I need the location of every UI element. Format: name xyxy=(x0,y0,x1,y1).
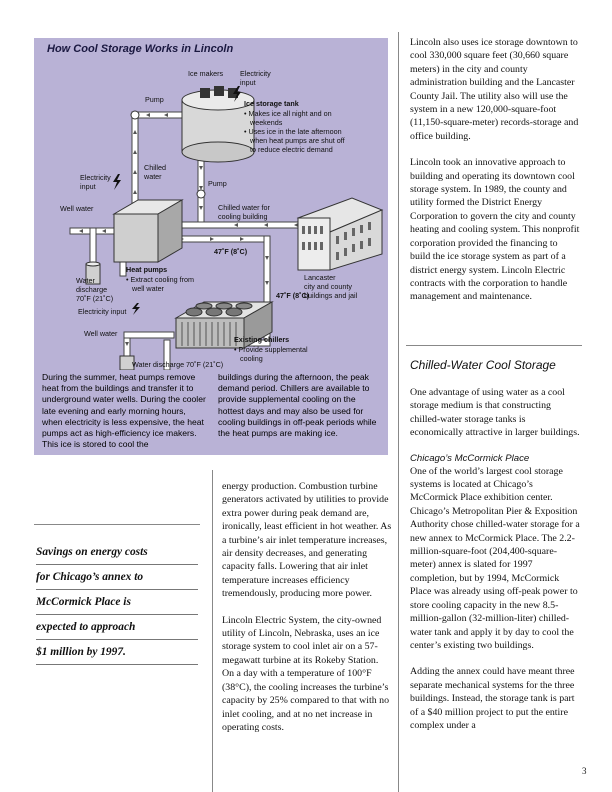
label-water-discharge-2: discharge xyxy=(76,285,107,294)
pump-top-icon xyxy=(130,110,140,120)
label-lancaster-1: Lancaster xyxy=(304,273,336,282)
column-divider-right xyxy=(398,32,399,792)
lightning-left-icon xyxy=(113,174,121,190)
label-chilled-cooling-1: Chilled water for xyxy=(218,203,271,212)
well-tanks xyxy=(85,261,135,370)
middle-column: energy production. Combustion turbine ge… xyxy=(222,480,392,734)
middle-paragraph-2: Lincoln Electric System, the city-owned … xyxy=(222,614,390,733)
right-paragraph-2: Lincoln took an innovative approach to b… xyxy=(410,157,580,303)
label-ice-tank-title: Ice storage tank xyxy=(244,99,299,108)
page-number: 3 xyxy=(582,766,587,776)
label-well-water-bottom: Well water xyxy=(84,329,118,338)
pull-quote-line: Savings on energy costs xyxy=(36,540,198,565)
lightning-mid-icon xyxy=(132,303,140,315)
label-ice-tank-b2a: • Uses ice in the late afternoon xyxy=(244,127,342,136)
caption-left: During the summer, heat pumps remove hea… xyxy=(42,372,206,450)
right-paragraph-3: One advantage of using water as a cool s… xyxy=(410,387,580,439)
label-chilled-water-1: Chilled xyxy=(144,163,166,172)
existing-chillers xyxy=(174,301,274,349)
cool-storage-figure: How Cool Storage Works in Lincoln xyxy=(34,38,388,455)
label-water-discharge-3: 70˚F (21˚C) xyxy=(76,294,113,303)
right-column-top: Lincoln also uses ice storage downtown t… xyxy=(410,36,580,317)
label-chillers-title: Existing chillers xyxy=(234,335,289,344)
column-divider-left xyxy=(212,470,213,792)
pullquote-top-rule xyxy=(34,524,200,525)
pull-quote-line: $1 million by 1997. xyxy=(36,640,198,665)
heat-pump-unit xyxy=(112,199,184,263)
label-heat-pumps-b1a: • Extract cooling from xyxy=(126,275,194,284)
middle-paragraph-1: energy production. Combustion turbine ge… xyxy=(222,481,392,600)
lightning-top-icon xyxy=(233,86,241,102)
label-electricity-mid: Electricity input xyxy=(78,307,126,316)
figure-title: How Cool Storage Works in Lincoln xyxy=(47,43,234,55)
label-chilled-cooling-2: cooling building xyxy=(218,212,268,221)
diagram-labels: Ice makers Electricity input Pump Ice st… xyxy=(60,69,358,369)
label-ice-makers: Ice makers xyxy=(188,69,224,78)
label-chillers-b1b: cooling xyxy=(240,354,263,363)
label-pump-top: Pump xyxy=(145,95,164,104)
section-heading: Chilled-Water Cool Storage xyxy=(410,358,556,372)
caption-right: buildings during the afternoon, the peak… xyxy=(218,372,377,439)
label-electricity-left-1: Electricity xyxy=(80,173,111,182)
pipe-discharge-bottom xyxy=(163,339,171,370)
label-temp-47-a: 47˚F (8˚C) xyxy=(214,247,248,256)
lancaster-building xyxy=(296,197,384,271)
cool-storage-diagram: Ice makers Electricity input Pump Ice st… xyxy=(60,69,384,370)
label-electricity-top-2: input xyxy=(240,78,256,87)
pull-quote-line: for Chicago’s annex to xyxy=(36,565,198,590)
label-lancaster-2: city and county xyxy=(304,282,352,291)
right-column-bottom: One advantage of using water as a cool s… xyxy=(410,386,580,732)
label-water-discharge-1: Water xyxy=(76,276,96,285)
right-paragraph-1: Lincoln also uses ice storage downtown t… xyxy=(410,37,579,142)
figure-caption: During the summer, heat pumps remove hea… xyxy=(42,372,382,450)
pipe-well-down xyxy=(89,227,97,265)
right-paragraph-4: One of the world’s largest cool storage … xyxy=(410,465,580,651)
pull-quote-line: expected to approach xyxy=(36,615,198,640)
pipe-well-bottom-h xyxy=(123,331,175,339)
label-water-discharge-bottom: Water discharge 70˚F (21˚C) xyxy=(132,360,223,369)
label-pump-mid: Pump xyxy=(208,179,227,188)
label-electricity-top-1: Electricity xyxy=(240,69,271,78)
label-ice-tank-b2b: when heat pumps are shut off xyxy=(249,136,345,145)
label-ice-tank-b1a: • Makes ice all night and on xyxy=(244,109,332,118)
label-well-water-top: Well water xyxy=(60,204,94,213)
pull-quote-line: McCormick Place is xyxy=(36,590,198,615)
label-ice-tank-b2c: to reduce electric demand xyxy=(250,145,333,154)
label-lancaster-3: buildings and jail xyxy=(304,291,358,300)
label-temp-47-b: 47˚F (8˚C) xyxy=(276,291,310,300)
pump-mid-icon xyxy=(196,189,206,199)
pull-quote: Savings on energy costs for Chicago’s an… xyxy=(36,540,198,665)
right-paragraph-5: Adding the annex could have meant three … xyxy=(410,666,575,731)
label-chillers-b1a: • Provide supplemental xyxy=(234,345,308,354)
label-heat-pumps-title: Heat pumps xyxy=(126,265,167,274)
ice-storage-tank xyxy=(181,86,255,163)
label-chilled-water-2: water xyxy=(143,172,162,181)
label-ice-tank-b1b: weekends xyxy=(249,118,283,127)
section-rule xyxy=(406,345,582,346)
label-electricity-left-2: input xyxy=(80,182,96,191)
subhead-mccormick: Chicago’s McCormick Place xyxy=(410,452,530,464)
label-heat-pumps-b1b: well water xyxy=(131,284,165,293)
